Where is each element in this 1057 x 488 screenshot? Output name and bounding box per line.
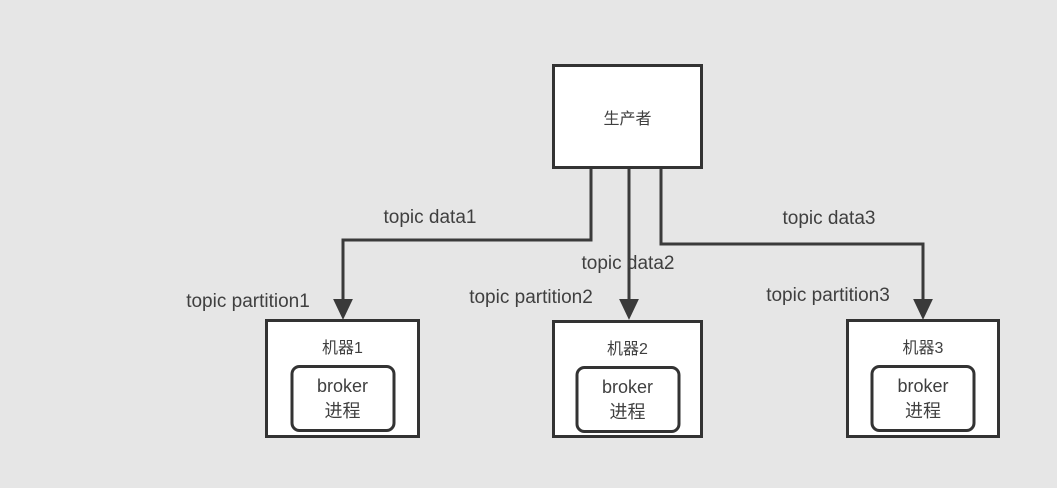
partition-label-2: topic partition2 [469, 287, 593, 308]
partition-label-3: topic partition3 [766, 285, 890, 306]
machine-2-box: 机器2 broker 进程 [552, 320, 703, 438]
arrow-producer-to-machine1 [333, 169, 593, 320]
machine-1-box: 机器1 broker 进程 [265, 319, 420, 438]
arrow-producer-to-machine3 [659, 169, 933, 320]
machine-2-title: 机器2 [607, 341, 648, 358]
machine-3-box: 机器3 broker 进程 [846, 319, 1000, 438]
producer-label: 生产者 [603, 110, 652, 128]
process-label: 进程 [324, 400, 361, 421]
broker-label: broker [897, 375, 949, 396]
machine-3-broker-process-box: broker 进程 [870, 365, 976, 432]
machine-3-title: 机器3 [902, 340, 944, 357]
broker-label: broker [601, 376, 654, 397]
edge-label-topic-data1: topic data1 [383, 207, 477, 228]
machine-1-broker-process-box: broker 进程 [290, 365, 395, 432]
partition-label-1: topic partition1 [186, 291, 310, 312]
machine-1-title: 机器1 [322, 340, 363, 357]
process-label: 进程 [609, 401, 646, 422]
producer-box: 生产者 [552, 64, 703, 169]
edge-label-topic-data2: topic data2 [581, 253, 675, 274]
process-label: 进程 [905, 400, 941, 421]
broker-label: broker [316, 375, 369, 396]
machine-2-broker-process-box: broker 进程 [575, 366, 680, 433]
edge-label-topic-data3: topic data3 [782, 208, 876, 229]
